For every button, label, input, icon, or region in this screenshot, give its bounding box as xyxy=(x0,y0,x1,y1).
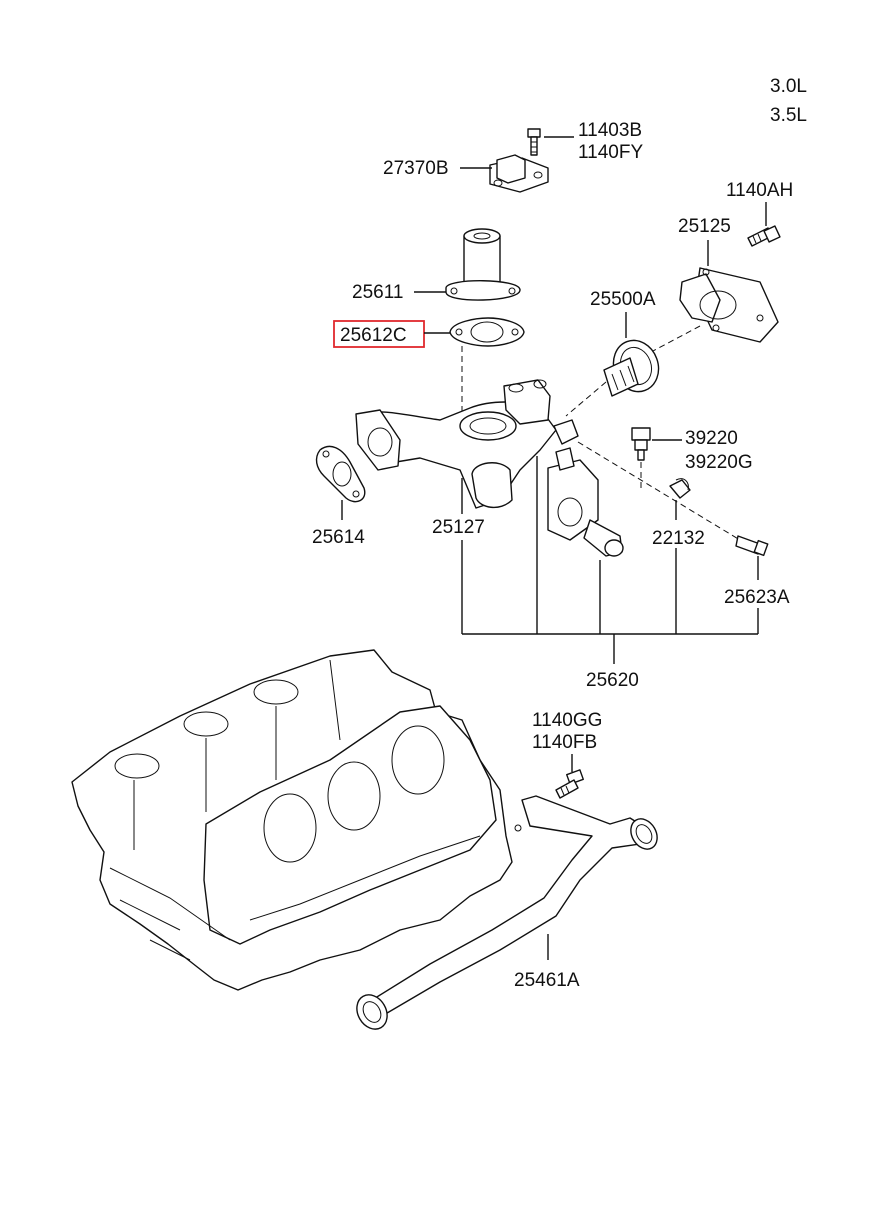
gasket-25614-drawing xyxy=(315,445,366,503)
part-label-25461a[interactable]: 25461A xyxy=(514,970,580,991)
bolt-1140gg-drawing xyxy=(555,769,584,799)
part-label-25125[interactable]: 25125 xyxy=(678,216,731,237)
part-label-1140fy[interactable]: 1140FY xyxy=(578,142,643,163)
part-label-1140fb[interactable]: 1140FB xyxy=(532,732,597,753)
bolt-11403b-drawing xyxy=(527,128,541,156)
part-label-11403b[interactable]: 11403B xyxy=(578,120,642,141)
engine-block-drawing xyxy=(71,649,513,991)
part-label-1140gg[interactable]: 1140GG xyxy=(532,710,602,731)
sensor-27370b-drawing xyxy=(489,154,549,193)
part-label-25612c[interactable]: 25612C xyxy=(340,325,407,346)
assembly-bracket-25620 xyxy=(461,456,759,664)
bolt-1140ah-drawing xyxy=(747,225,781,247)
sensor-39220-drawing xyxy=(631,427,651,461)
engine-variant-3-5l: 3.5L xyxy=(770,105,807,126)
part-label-1140ah[interactable]: 1140AH xyxy=(726,180,793,201)
housing-25125-drawing xyxy=(679,267,779,343)
part-label-39220[interactable]: 39220 xyxy=(685,428,738,449)
engine-variant-3-0l: 3.0L xyxy=(770,76,807,97)
part-label-25127[interactable]: 25127 xyxy=(432,517,485,538)
part-label-25611[interactable]: 25611 xyxy=(352,282,403,303)
water-outlet-assembly-drawing xyxy=(355,379,624,557)
outlet-25611-drawing xyxy=(445,228,521,301)
thermostat-25500a-drawing xyxy=(603,339,660,397)
part-label-25620[interactable]: 25620 xyxy=(586,670,639,691)
part-label-25623a[interactable]: 25623A xyxy=(724,587,790,608)
part-label-25614[interactable]: 25614 xyxy=(312,527,365,548)
bolt-25623a-drawing xyxy=(735,535,769,557)
part-label-25500a[interactable]: 25500A xyxy=(590,289,656,310)
part-label-39220g[interactable]: 39220G xyxy=(685,452,753,473)
clip-22132-drawing xyxy=(669,478,691,499)
part-label-22132[interactable]: 22132 xyxy=(652,528,705,549)
part-label-27370b[interactable]: 27370B xyxy=(383,158,449,179)
gasket-25612c-drawing xyxy=(449,317,525,347)
highlight-box-25612c xyxy=(333,320,425,348)
pipe-25461a-drawing xyxy=(356,795,658,1030)
